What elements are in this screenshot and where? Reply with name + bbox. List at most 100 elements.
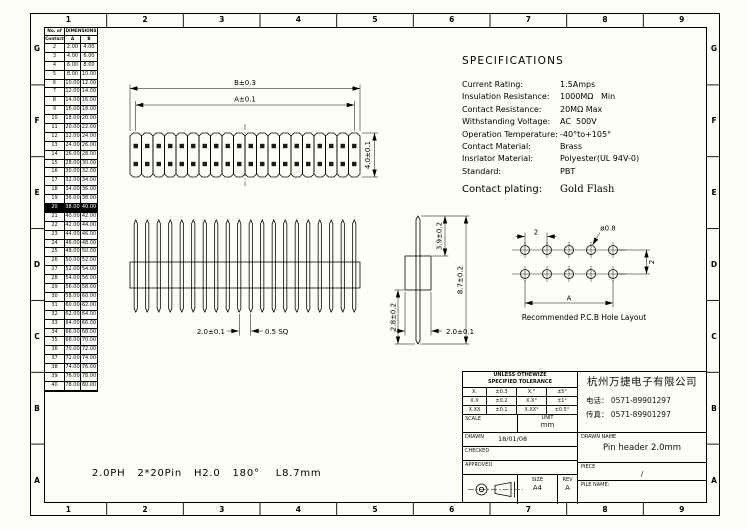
grid-label: D (710, 260, 718, 269)
spec-value: 20MΩ Max (560, 104, 603, 114)
spec-item: Standard: PBT (462, 167, 714, 179)
tolerance-row: X. ±0.3 X.° ±5° (463, 388, 578, 397)
spec-value: PBT (560, 166, 576, 176)
dimension-table-header-row2: Contact A B (45, 36, 97, 44)
spec-item: Withstanding Voltage: AC 500V (462, 117, 714, 129)
approved-cell: APPROVED (463, 461, 578, 475)
grid-label: E (34, 188, 40, 197)
grid-label: G (33, 44, 41, 53)
grid-label: B (34, 403, 40, 413)
spec-item: Current Rating: 1.5Amps (462, 80, 714, 92)
piece-label: PIECE (581, 464, 596, 470)
grid-label: 3 (219, 504, 225, 514)
spec-value: Polyester(UL 94V-0) (560, 154, 640, 164)
piece-value: / (640, 470, 644, 478)
spec-label: Operation Temperature: (462, 129, 558, 139)
header-b: B (87, 37, 91, 42)
grid-label: 4 (295, 15, 301, 24)
checked-cell: CHECKED (463, 447, 578, 461)
spec-label: Standard: (462, 166, 502, 176)
scale-label: SCALE (465, 416, 482, 422)
spec-value: -40°to+105° (560, 129, 612, 139)
spec-item: Insulation Resistance:1000MΩ Min (462, 92, 714, 104)
grid-label: F (34, 116, 40, 125)
unit-cell: UNIT mm (518, 415, 578, 433)
unit-value: mm (540, 421, 555, 429)
part-name: Pin header 2.0mm (602, 443, 682, 453)
grid-label: A (711, 475, 717, 485)
title-block: UNLESS OTHEWIZE SPECIFIED TOLERANCE X. ±… (462, 371, 707, 504)
grid-label: F (711, 116, 717, 125)
grid-label: E (711, 188, 717, 197)
spec-label: Contact Resistance: (462, 104, 542, 114)
spec-value: Brass (560, 141, 583, 151)
size-label: SIZE (531, 477, 544, 483)
drawn-label: DRAWN (465, 434, 484, 440)
spec-label: Current Rating: (462, 80, 524, 89)
header-a: A (65, 36, 81, 43)
grid-label: A (34, 475, 40, 485)
scale-cell: SCALE (463, 415, 518, 433)
company-fax: 传真： 0571-89901297 (586, 410, 671, 419)
spec-label: Withstanding Voltage: (462, 117, 551, 127)
spec-label: Contact plating: (462, 184, 543, 196)
grid-label: C (711, 331, 717, 341)
company-name: 杭州万捷电子有限公司 (587, 376, 697, 388)
grid-label: 6 (449, 504, 455, 514)
rev-cell: REV A (558, 475, 578, 504)
projection-symbol-cell (463, 475, 518, 504)
spec-value: 1.5Amps (560, 80, 596, 89)
grid-label: 7 (525, 15, 531, 24)
tolerance-row: X.X ±0.2 X.X° ±1° (463, 397, 578, 406)
grid-label: C (34, 331, 40, 341)
grid-label: D (33, 260, 41, 269)
spec-value: AC 500V (560, 117, 597, 127)
company-contact: 电话： 0571-89901297 传真： 0571-89901297 (578, 392, 706, 433)
file-name-label: PILE NAME: (581, 482, 610, 488)
spec-item: Operation Temperature:-40°to+105° (462, 130, 714, 142)
drawn-name-label: DRAWN NAME (581, 434, 617, 440)
grid-label: B (711, 403, 717, 413)
rev-label: REV (562, 477, 573, 483)
header-dimensions: DIMENSIONS (65, 29, 97, 34)
grid-label: G (710, 44, 718, 53)
grid-label: 9 (679, 15, 685, 24)
specifications-title: SPECIFICATIONS (462, 55, 564, 67)
grid-label: 1 (65, 504, 71, 514)
drawn-date: 18/01/08 (497, 435, 528, 443)
grid-label: 5 (372, 504, 378, 514)
piece-cell: PIECE / (578, 463, 706, 481)
drawing-note: 2.0PH 2*20Pin H2.0 180° L8.7mm (92, 468, 322, 479)
part-name-cell: DRAWN NAME Pin header 2.0mm (578, 433, 706, 463)
file-name-cell: PILE NAME: (578, 481, 706, 504)
